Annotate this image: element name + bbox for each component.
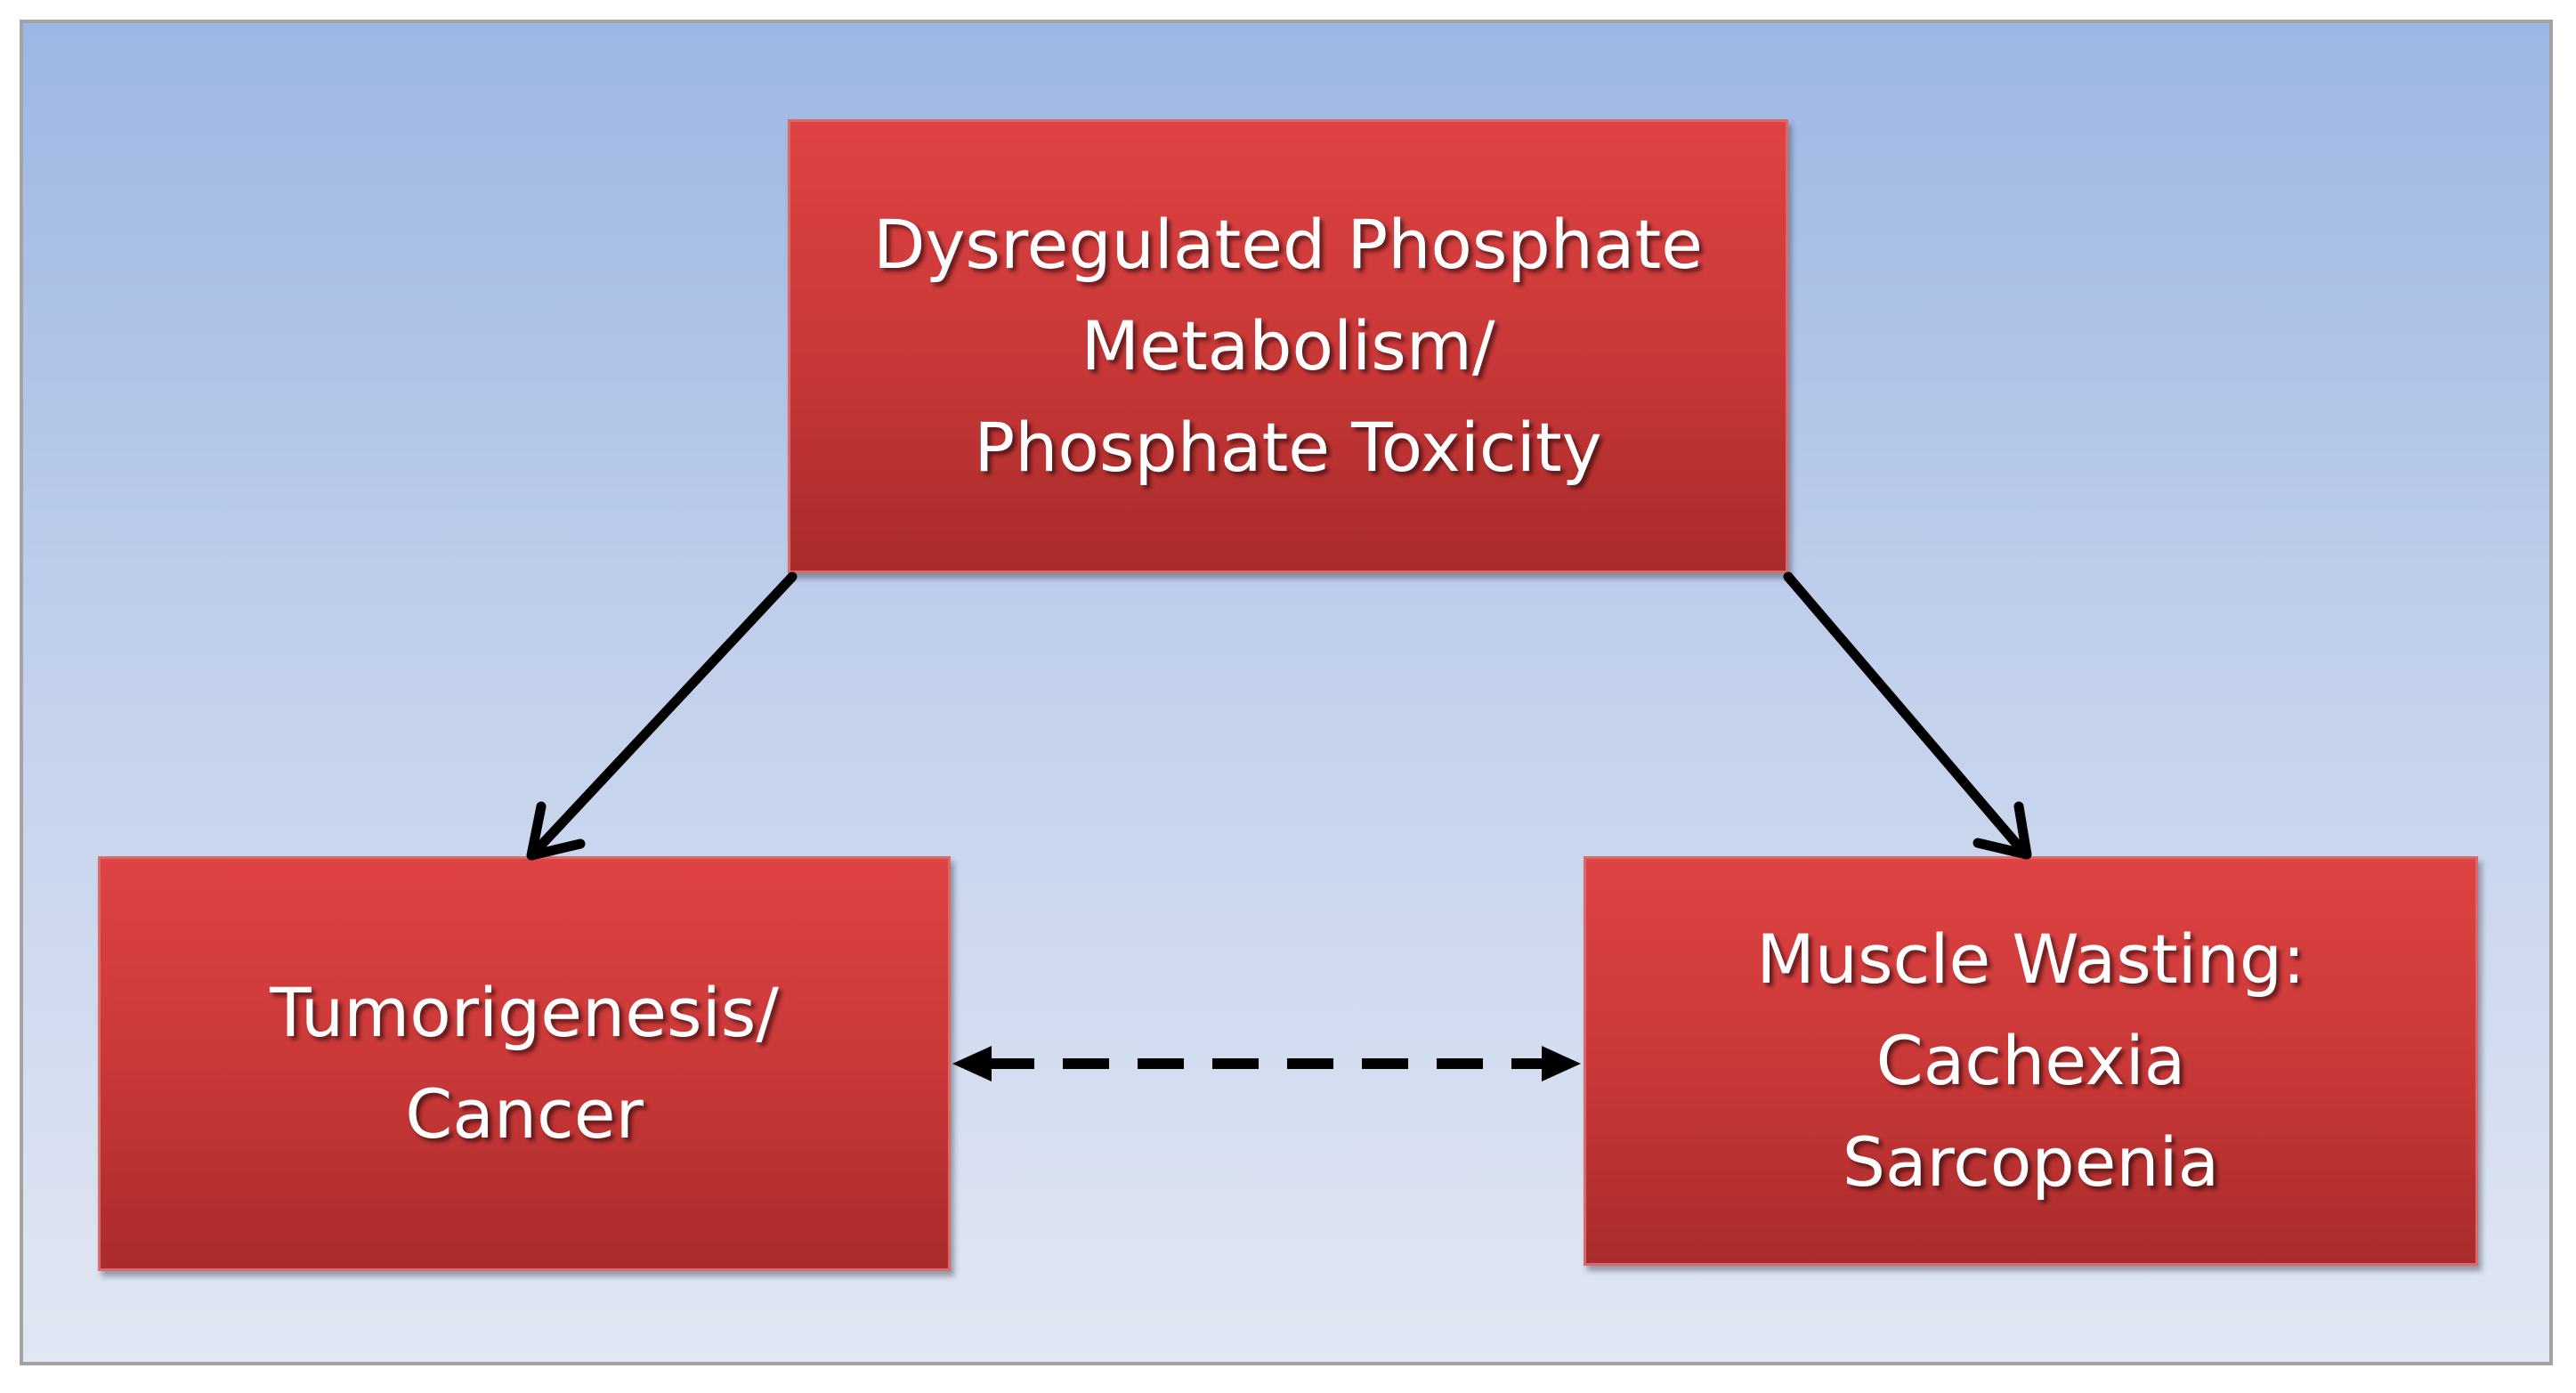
node-label: Tumorigenesis/ Cancer — [270, 962, 779, 1165]
node-label-line: Sarcopenia — [1842, 1122, 2220, 1202]
node-label-line: Dysregulated Phosphate — [872, 205, 1704, 284]
node-muscle-wasting: Muscle Wasting: Cachexia Sarcopenia — [1584, 856, 2478, 1266]
node-tumorigenesis-cancer: Tumorigenesis/ Cancer — [98, 856, 951, 1271]
node-dysregulated-phosphate: Dysregulated Phosphate Metabolism/ Phosp… — [788, 119, 1788, 573]
node-label: Dysregulated Phosphate Metabolism/ Phosp… — [873, 194, 1703, 498]
node-label-line: Tumorigenesis/ — [270, 973, 779, 1052]
node-label-line: Metabolism/ — [1081, 306, 1495, 385]
node-label: Muscle Wasting: Cachexia Sarcopenia — [1756, 909, 2305, 1213]
node-label-line: Cachexia — [1875, 1021, 2186, 1100]
node-label-line: Cancer — [405, 1074, 644, 1154]
node-label-line: Muscle Wasting: — [1756, 919, 2305, 999]
node-label-line: Phosphate Toxicity — [974, 408, 1602, 487]
